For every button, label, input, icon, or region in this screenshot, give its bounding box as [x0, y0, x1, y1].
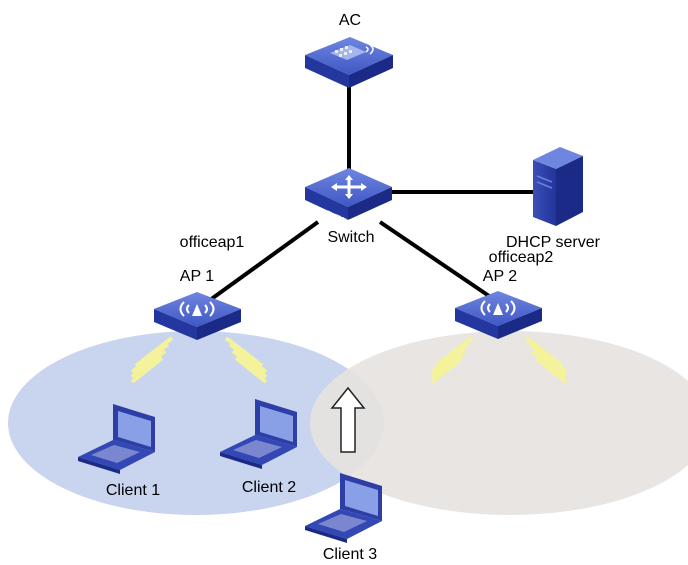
- client3-label: Client 3: [323, 546, 377, 563]
- ap1-label: AP 1: [180, 268, 215, 285]
- switch-icon: SWITCH: [305, 168, 392, 225]
- client2-label: Client 2: [242, 479, 296, 496]
- coverage-area-ap1: [8, 331, 384, 515]
- laptop-icon: [220, 399, 297, 469]
- laptop-icon: [305, 473, 382, 543]
- link-switch-ap1: [208, 220, 320, 302]
- server-icon: [533, 147, 583, 226]
- ap1-name-label: officeap1: [180, 234, 245, 251]
- signal-waves-ap2: [430, 336, 568, 384]
- network-links: [208, 78, 533, 302]
- client1-label: Client 1: [106, 482, 160, 499]
- switch-label: Switch: [327, 229, 374, 246]
- signal-waves-ap1: [130, 336, 268, 384]
- dhcp-server-label: DHCP server: [506, 234, 601, 251]
- access-controller-icon: [305, 37, 393, 88]
- ap2-label: AP 2: [483, 268, 518, 285]
- ap2-name-label: officeap2: [489, 249, 554, 266]
- laptop-icon: [78, 404, 155, 474]
- roaming-arrow-icon: [330, 386, 366, 453]
- access-point-icon: [455, 291, 542, 339]
- ac-label: AC: [339, 12, 361, 29]
- coverage-area-ap2: [310, 331, 688, 515]
- link-switch-ap2: [378, 220, 494, 300]
- access-point-icon: [154, 292, 241, 340]
